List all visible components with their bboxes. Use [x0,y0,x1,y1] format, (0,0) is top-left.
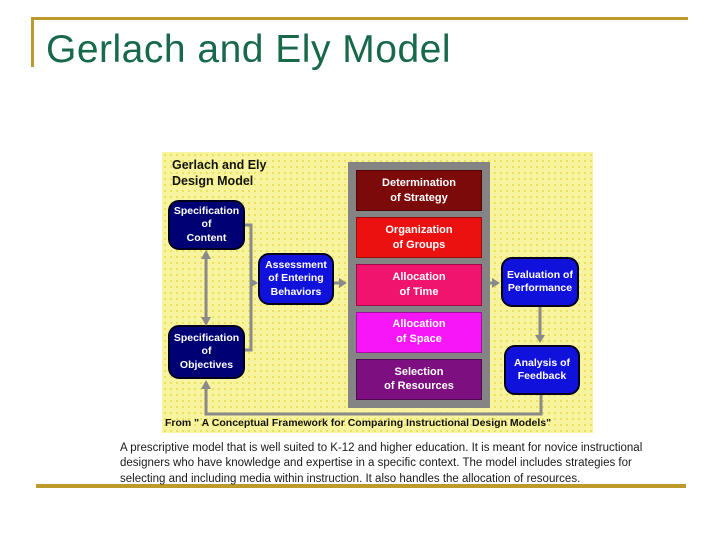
source-caption: From " A Conceptual Framework for Compar… [165,417,552,429]
top-border-line [32,17,688,20]
arrowhead-right-frame [339,278,347,288]
bracket-spec-to-assessment [245,223,253,352]
strategy-stack-frame: Determination of Strategy Organization o… [348,162,490,408]
diagram-title: Gerlach and Ely Design Model [172,158,267,189]
node-specification-of-objectives: Specification of Objectives [168,325,245,379]
arrowhead-down-analysis [535,335,545,343]
arrowhead-right-evaluation [492,278,500,288]
stage-selection-of-resources: Selection of Resources [356,358,482,401]
connector-layer [201,223,545,416]
node-analysis-of-feedback: Analysis of Feedback [504,345,580,395]
diagram-canvas: Gerlach and Ely Design Model Determinati… [162,152,593,433]
node-specification-of-content: Specification of Content [168,200,245,250]
stage-allocation-of-time: Allocation of Time [356,264,482,306]
bottom-border-line [36,484,686,488]
arrowhead-right-assessment [250,278,258,288]
stage-determination-of-strategy: Determination of Strategy [356,170,482,212]
feedback-loop-line [204,387,543,416]
description-text: A prescriptive model that is well suited… [120,442,643,485]
arrowhead-down-objectives [201,317,211,326]
slide-title: Gerlach and Ely Model [46,28,452,71]
node-evaluation-of-performance: Evaluation of Performance [501,257,579,307]
stage-allocation-of-space: Allocation of Space [356,311,482,353]
node-assessment-of-entering-behaviors: Assessment of Entering Behaviors [258,253,334,305]
left-border-tick [31,17,34,67]
arrowhead-up-feedback [201,380,211,389]
stage-organization-of-groups: Organization of Groups [356,217,482,259]
arrowhead-up-content [201,250,211,259]
